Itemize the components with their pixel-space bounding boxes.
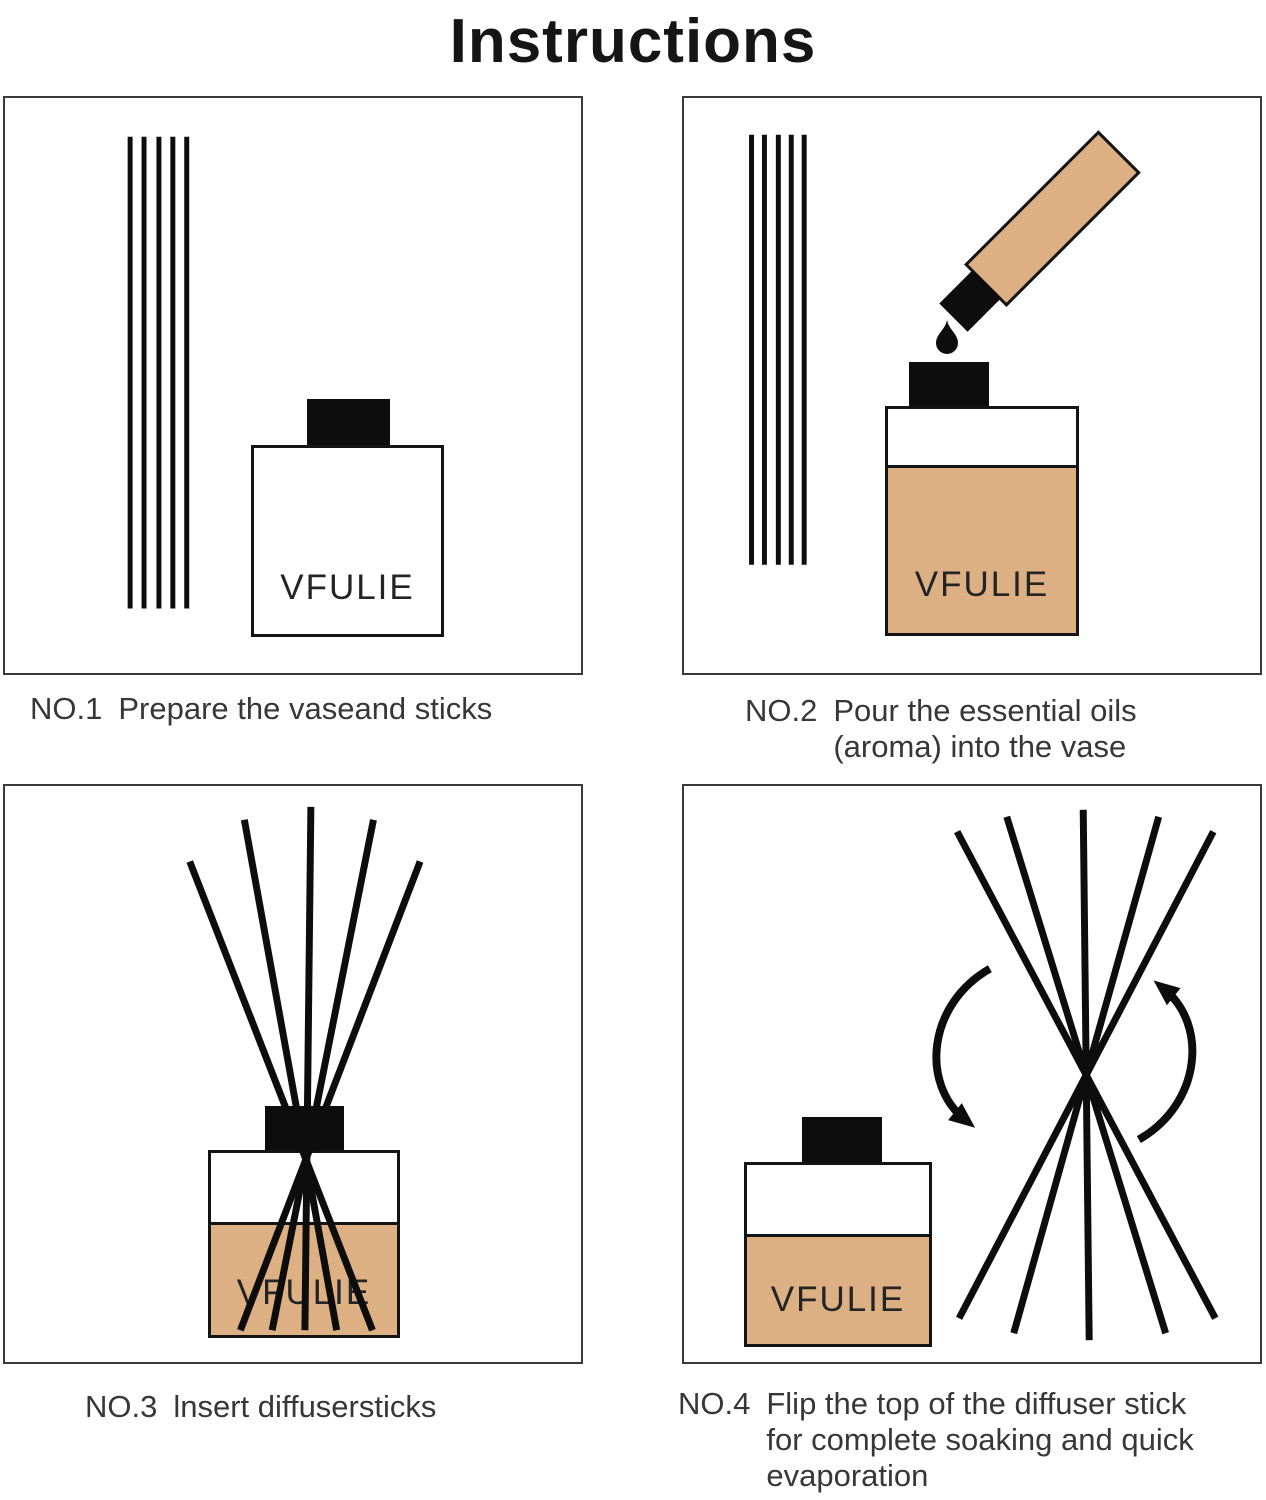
reed-sticks-icon — [749, 134, 807, 565]
step-number: NO.1 — [30, 691, 103, 726]
panel-step-4: VFULIE — [682, 784, 1262, 1364]
vase-cap — [307, 399, 390, 445]
panel-step-2: VFULIE — [682, 96, 1262, 675]
step-text: Flip the top of the diffuser stick for c… — [766, 1386, 1194, 1493]
panel-step-3: VFULIE — [3, 784, 583, 1364]
step-text: Pour the essential oils (aroma) into the… — [833, 693, 1137, 764]
caption-step-1: NO.1 Prepare the vaseand sticks — [30, 691, 492, 727]
step-text: lnsert diffusersticks — [173, 1389, 437, 1424]
vase-oil-level — [888, 465, 1076, 633]
brand-label: VFULIE — [770, 1280, 906, 1319]
caption-step-4: NO.4 Flip the top of the diffuser stick … — [678, 1386, 1194, 1494]
vase-empty-space — [747, 1165, 929, 1234]
reed-sticks-icon — [127, 136, 190, 609]
vase: VFULIE — [885, 406, 1079, 636]
step-number: NO.3 — [85, 1389, 158, 1424]
vase-oil-level — [747, 1234, 929, 1344]
caption-step-2: NO.2 Pour the essential oils (aroma) int… — [745, 693, 1137, 765]
step-text: Prepare the vaseand sticks — [118, 691, 493, 726]
step-number: NO.4 — [678, 1386, 751, 1421]
flipped-sticks-icon — [932, 809, 1219, 1341]
vase: VFULIE — [744, 1162, 932, 1347]
vase-cap — [909, 362, 989, 406]
rotate-arrow-left-icon — [932, 965, 992, 1128]
page-title: Instructions — [449, 7, 817, 76]
brand-label: VFULIE — [280, 568, 415, 607]
step-number: NO.2 — [745, 693, 818, 728]
oil-drop-icon — [936, 320, 958, 354]
brand-label: VFULIE — [914, 565, 1050, 604]
inserted-sticks-icon — [186, 806, 424, 1332]
vase-empty-space — [888, 409, 1076, 465]
caption-step-3: NO.3 lnsert diffusersticks — [85, 1389, 436, 1425]
panel-step-1: VFULIE — [3, 96, 583, 675]
rotate-arrow-right-icon — [1136, 980, 1197, 1143]
vase: VFULIE — [251, 445, 444, 637]
vase-cap — [802, 1117, 882, 1162]
